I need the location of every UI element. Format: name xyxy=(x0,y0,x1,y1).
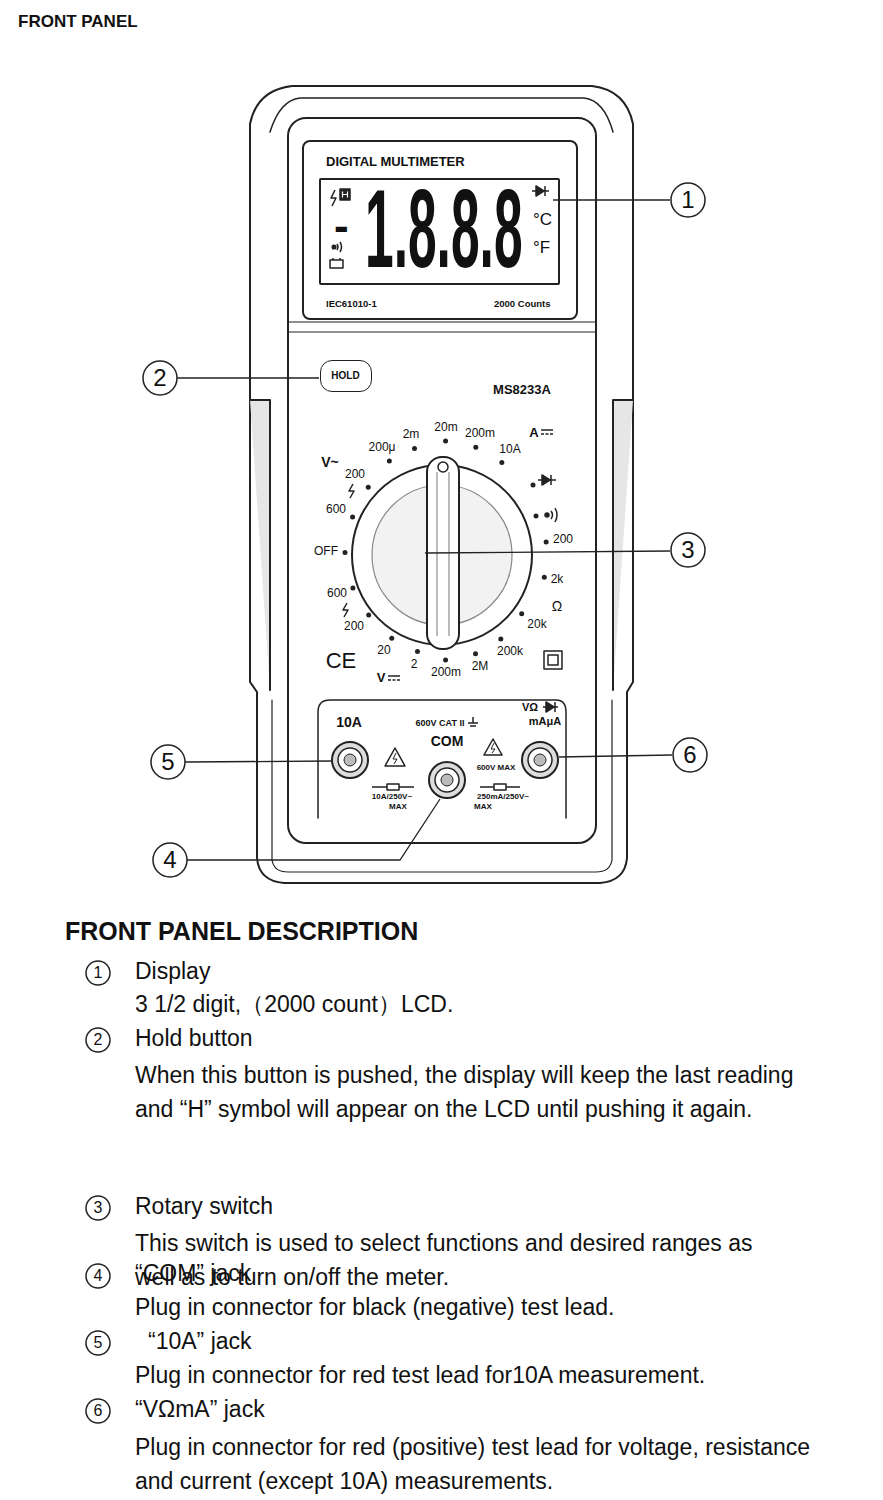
item-text: Plug in connector for red (positive) tes… xyxy=(135,1430,835,1498)
item-number: 2 xyxy=(94,1031,103,1049)
range-dot xyxy=(519,611,524,616)
hold-button: HOLD xyxy=(320,360,372,392)
range-label: 20 xyxy=(377,644,390,658)
range-label: 200m xyxy=(431,666,461,680)
jack-label: VΩ xyxy=(522,701,538,714)
range-label: 2m xyxy=(403,428,420,442)
item-heading: “10A” jack xyxy=(148,1328,252,1354)
range-dot xyxy=(544,540,549,545)
range-label: A xyxy=(529,426,538,441)
display-bezel: DIGITAL MULTIMETER IEC61010-1 2000 Counts -… xyxy=(302,140,578,320)
range-dot xyxy=(443,438,448,443)
input-jacks xyxy=(332,742,558,798)
fuse-label: 10A/250V~ xyxy=(372,792,412,801)
range-label: 20k xyxy=(527,618,546,632)
range-label: 20m xyxy=(434,421,457,435)
range-dot xyxy=(342,550,347,555)
range-label: 200 xyxy=(344,620,364,634)
range-label: OFF xyxy=(314,545,338,559)
page-title: FRONT PANEL xyxy=(18,12,138,32)
range-label: 200k xyxy=(497,645,523,659)
callout-number: 5 xyxy=(161,748,174,776)
jack-label: 10A xyxy=(336,714,362,730)
jack-label: mAμA xyxy=(529,715,561,728)
node-text: 2000 Counts xyxy=(494,299,551,310)
item-text: When this button is pushed, the display … xyxy=(135,1058,795,1126)
range-dot xyxy=(499,460,504,465)
item-number: 4 xyxy=(94,1267,103,1285)
item-number: 1 xyxy=(94,964,103,982)
range-dot xyxy=(443,658,448,663)
jack-label: 600V CAT II xyxy=(416,718,465,728)
node-text: 1.8.8.8 xyxy=(365,173,523,285)
node-text: - xyxy=(334,201,349,252)
range-dot xyxy=(542,575,547,580)
fuse-label: 250mA/250V~ xyxy=(477,792,529,801)
leader-lines xyxy=(177,200,672,860)
callout-number: 3 xyxy=(681,536,694,564)
node-text: IEC61010-1 xyxy=(326,299,377,310)
fuse-label: MAX xyxy=(389,802,407,811)
jack-label: COM xyxy=(431,733,464,749)
node-text: HOLD xyxy=(331,370,359,382)
item-heading: “COM” jack xyxy=(135,1260,251,1286)
item-text: Plug in connector for black (negative) t… xyxy=(135,1294,614,1320)
range-label: 600 xyxy=(326,503,346,517)
item-heading: Hold button xyxy=(135,1025,253,1051)
item-number: 5 xyxy=(94,1334,103,1352)
range-label: Ω xyxy=(552,598,562,614)
range-label: 200 xyxy=(553,533,573,547)
callout-number: 2 xyxy=(153,364,166,392)
node-text: °F xyxy=(533,238,550,258)
callout-number: 6 xyxy=(683,741,696,769)
range-dots xyxy=(342,438,548,662)
range-dot xyxy=(366,612,371,617)
model-name: MS8233A xyxy=(493,383,551,398)
range-label: V~ xyxy=(321,454,339,470)
fuse-label: MAX xyxy=(474,802,492,811)
item-heading: Display xyxy=(135,958,210,984)
range-dot xyxy=(415,649,420,654)
range-dot xyxy=(498,636,503,641)
range-dot xyxy=(387,459,392,464)
item-number: 6 xyxy=(94,1402,103,1420)
range-label: V xyxy=(377,671,386,686)
section-heading: FRONT PANEL DESCRIPTION xyxy=(65,917,418,946)
range-label: 200m xyxy=(465,427,495,441)
item-heading: Rotary switch xyxy=(135,1193,273,1219)
range-dot xyxy=(366,485,371,490)
range-dot xyxy=(473,445,478,450)
range-label: 2M xyxy=(472,660,489,674)
range-label: 600 xyxy=(327,587,347,601)
range-dot xyxy=(473,651,478,656)
range-label: 2k xyxy=(551,573,564,587)
range-dot xyxy=(350,515,355,520)
callout-number: 1 xyxy=(681,186,694,214)
jack-label: 600V MAX xyxy=(477,763,516,772)
range-label: 200 xyxy=(345,468,365,482)
lcd-window: -1.8.8.8°C°F xyxy=(319,178,560,285)
item-text: Plug in connector for red test lead for1… xyxy=(135,1362,705,1388)
node-text: °C xyxy=(533,210,552,230)
range-label: 2 xyxy=(411,658,418,672)
range-dot xyxy=(412,446,417,451)
item-text: 3 1/2 digit,（2000 count）LCD. xyxy=(135,991,453,1017)
ce-mark: CE xyxy=(326,648,357,673)
item-number: 3 xyxy=(94,1199,103,1217)
range-dot xyxy=(350,586,355,591)
callout-number: 4 xyxy=(163,846,176,874)
range-dot xyxy=(389,636,394,641)
range-label: 200μ xyxy=(369,441,396,455)
range-label: 10A xyxy=(499,443,520,457)
node-text: DIGITAL MULTIMETER xyxy=(326,155,465,170)
item-heading: “VΩmA” jack xyxy=(135,1396,265,1422)
